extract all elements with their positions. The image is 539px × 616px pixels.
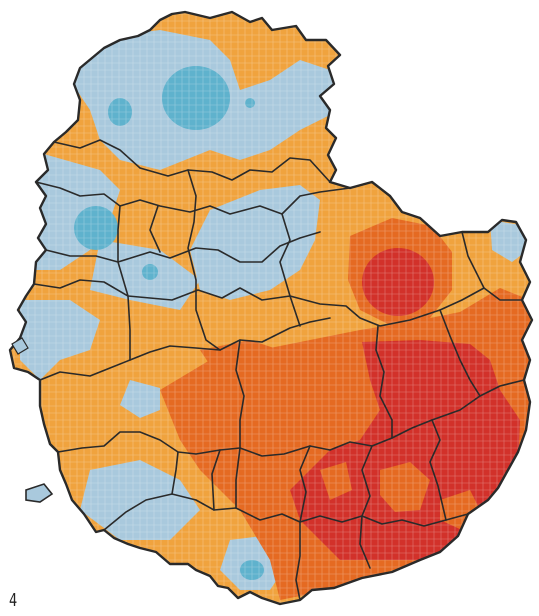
- region-border: [117, 205, 131, 361]
- region-border: [211, 449, 221, 511]
- region-border: [35, 181, 351, 215]
- region-border: [33, 279, 523, 327]
- panel-number: 4: [9, 590, 17, 611]
- region-border: [53, 139, 331, 183]
- region-borders: [8, 10, 534, 606]
- field-dark-orange-patches: [320, 462, 480, 530]
- region-border: [103, 493, 469, 531]
- region-border: [187, 169, 221, 351]
- region-border: [359, 445, 373, 569]
- region-border: [149, 205, 161, 253]
- islands: [11, 337, 54, 503]
- island: [11, 337, 29, 355]
- region-border: [45, 231, 321, 263]
- region-border: [461, 231, 485, 289]
- region-border: [39, 317, 331, 381]
- region-border: [235, 339, 245, 509]
- country-outline: [8, 10, 534, 606]
- region-border: [279, 213, 301, 327]
- region-border: [429, 419, 447, 521]
- region-border: [171, 451, 179, 495]
- region-border: [439, 309, 481, 397]
- region-border: [295, 445, 311, 601]
- region-border: [57, 379, 525, 457]
- region-border: [375, 325, 393, 439]
- island: [25, 483, 54, 503]
